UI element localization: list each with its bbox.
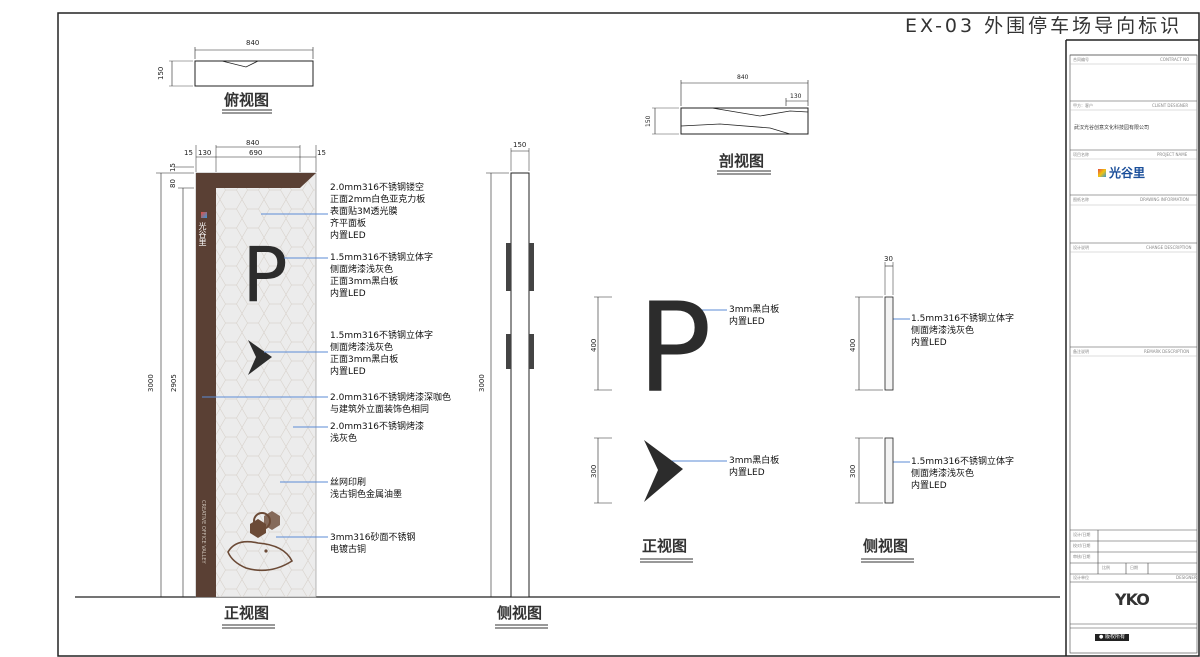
anno-p-letter: 1.5mm316不锈钢立体字侧面烤漆浅灰色正面3mm黑白板内置LED bbox=[330, 253, 434, 299]
dim-front-inner: 690 bbox=[249, 149, 263, 157]
sign-brand-text: 光谷里 bbox=[198, 222, 207, 246]
side-view-sign bbox=[486, 148, 548, 629]
tb-designer-logo: YKO bbox=[1115, 590, 1150, 609]
tb-client-name: 武汉光谷创意文化科技园有限公司 bbox=[1074, 125, 1150, 131]
dim-side-thickness: 30 bbox=[884, 255, 893, 263]
dim-front-width: 840 bbox=[246, 139, 260, 147]
dim-front-panel: 2905 bbox=[170, 374, 178, 392]
tb-small-6-en: DESIGNER bbox=[1176, 575, 1197, 580]
drawing-title: EX-03 外围停车场导向标识 bbox=[905, 15, 1183, 37]
front-view-sign: P bbox=[156, 145, 317, 629]
tb-small-4: 比例 bbox=[1102, 565, 1110, 570]
dim-p-height: 400 bbox=[590, 338, 598, 352]
tb-footer: ● 版权所有 bbox=[1095, 634, 1129, 641]
tb-small-6: 设计单位 bbox=[1073, 575, 1089, 580]
dim-front-top2: 80 bbox=[169, 179, 177, 188]
anno-logo: 3mm316砂面不锈钢电镀古铜 bbox=[330, 533, 416, 555]
dim-side-height: 3000 bbox=[478, 374, 486, 392]
tb-project-label: 项目名称 bbox=[1073, 152, 1089, 157]
anno-panel: 2.0mm316不锈钢烤漆浅灰色 bbox=[330, 422, 425, 444]
front-detail-title: 正视图 bbox=[642, 537, 688, 555]
dim-front-height: 3000 bbox=[147, 374, 155, 392]
anno-side-arrow: 1.5mm316不锈钢立体字侧面烤漆浅灰色内置LED bbox=[911, 457, 1015, 491]
section-view-title: 剖视图 bbox=[719, 152, 765, 170]
side-view-title: 侧视图 bbox=[497, 604, 543, 622]
dim-front-left2: 130 bbox=[198, 149, 212, 157]
front-arrow-glyph bbox=[248, 340, 272, 375]
tb-design-en: CHANGE DESCRIPTION bbox=[1146, 245, 1192, 250]
dim-arrow-height: 300 bbox=[590, 464, 598, 478]
tb-contract-label: 合同编号 bbox=[1073, 57, 1089, 62]
front-view-title: 正视图 bbox=[224, 604, 270, 622]
dim-side-p-height: 400 bbox=[849, 338, 857, 352]
side-detail bbox=[855, 262, 914, 563]
dim-front-left1: 15 bbox=[184, 149, 193, 157]
tb-remark-label: 备注说明 bbox=[1073, 349, 1089, 354]
tb-project-logo: 光谷里 bbox=[1098, 167, 1145, 179]
tb-client-label: 甲方：客户 bbox=[1073, 103, 1093, 108]
tb-client-en: CLIENT DESIGNER bbox=[1152, 103, 1189, 108]
title-block-frame bbox=[1069, 54, 1198, 654]
side-detail-title: 侧视图 bbox=[863, 537, 909, 555]
sign-brand-logo: 光谷里 bbox=[198, 212, 214, 272]
anno-side-p: 1.5mm316不锈钢立体字侧面烤漆浅灰色内置LED bbox=[911, 314, 1015, 348]
tb-small-5: 日期 bbox=[1130, 565, 1138, 570]
tb-design-label: 设计说明 bbox=[1073, 245, 1089, 250]
detail-arrow-glyph bbox=[644, 440, 683, 502]
dim-top-depth: 150 bbox=[157, 66, 165, 80]
anno-frame: 2.0mm316不锈钢烤漆深咖色与建筑外立面装饰色相同 bbox=[330, 393, 452, 415]
front-detail: P bbox=[594, 277, 712, 563]
tb-contract-en: CONTRACT NO bbox=[1160, 57, 1190, 62]
project-logo-text: 光谷里 bbox=[1109, 166, 1146, 180]
tb-small-3: 审核/日期 bbox=[1073, 554, 1091, 559]
anno-detail-arrow: 3mm黑白板内置LED bbox=[729, 456, 780, 478]
sheet-border bbox=[57, 12, 1200, 657]
dim-section-small: 130 bbox=[790, 93, 802, 100]
tb-small-1: 设计/日期 bbox=[1073, 532, 1091, 537]
brand-mark-icon bbox=[201, 212, 207, 218]
tb-remark-en: REMARK DESCRIPTION bbox=[1144, 349, 1190, 354]
detail-p-letter: P bbox=[637, 277, 712, 421]
project-logo-icon bbox=[1098, 169, 1106, 177]
anno-top-panel: 2.0mm316不锈钢镂空正面2mm白色亚克力板表面贴3M透光膜齐平面板内置LE… bbox=[330, 183, 426, 241]
sign-brand-en: CREATIVE OFFICE VALLEY bbox=[200, 500, 206, 564]
dim-top-width: 840 bbox=[246, 39, 260, 47]
dim-front-right: 15 bbox=[317, 149, 326, 157]
front-p-letter: P bbox=[242, 230, 288, 319]
tb-drawing-label: 图纸名称 bbox=[1073, 197, 1089, 202]
dim-section-width: 840 bbox=[737, 74, 749, 81]
section-view-plan bbox=[652, 80, 809, 175]
anno-print: 丝网印刷浅古铜色金属油墨 bbox=[330, 478, 403, 500]
tb-drawing-en: DRAWING INFORMATION bbox=[1140, 197, 1189, 202]
anno-arrow: 1.5mm316不锈钢立体字侧面烤漆浅灰色正面3mm黑白板内置LED bbox=[330, 331, 434, 377]
dim-side-arrow-height: 300 bbox=[849, 464, 857, 478]
tb-project-en: PROJECT NAME bbox=[1157, 152, 1188, 157]
dim-front-top1: 15 bbox=[169, 163, 177, 172]
tb-small-2: 校对/日期 bbox=[1073, 543, 1091, 548]
top-view-plan bbox=[169, 47, 314, 114]
anno-detail-p: 3mm黑白板内置LED bbox=[729, 305, 780, 327]
top-view-title: 俯视图 bbox=[224, 91, 270, 109]
dim-section-depth: 150 bbox=[645, 115, 652, 127]
dim-side-width: 150 bbox=[513, 141, 527, 149]
leader-lines bbox=[202, 213, 910, 538]
